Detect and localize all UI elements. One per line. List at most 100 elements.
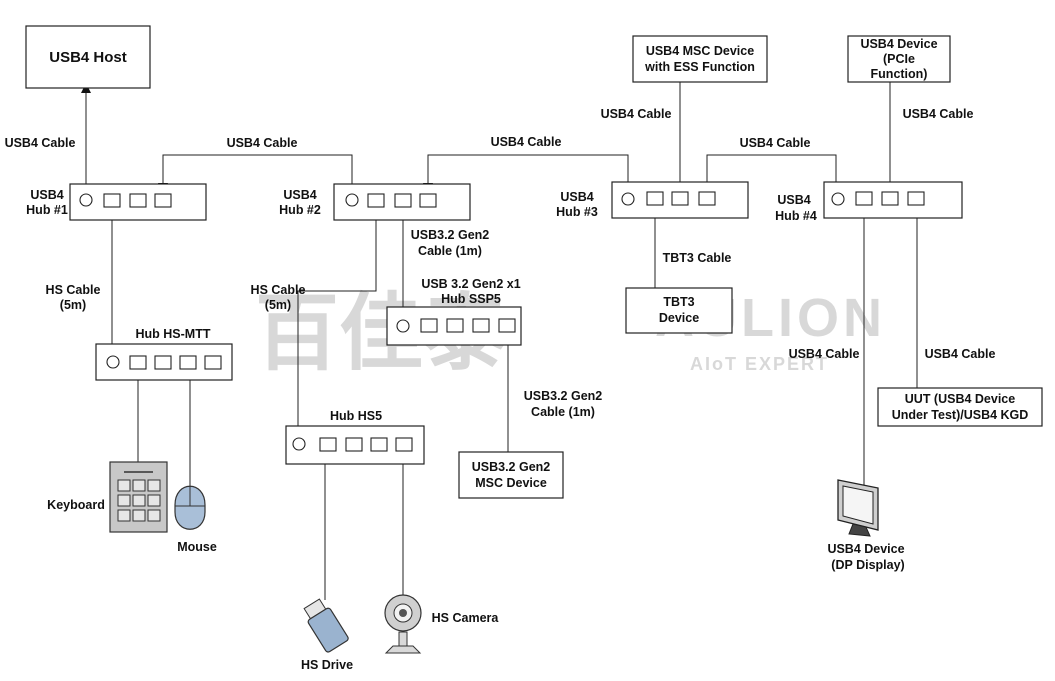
hub3-label-line1: USB4 (560, 190, 593, 204)
hsmtt-port (129, 355, 147, 370)
hsmtt-label: Hub HS-MTT (136, 327, 211, 341)
cable-label-hub4-dp: USB4 Cable (789, 347, 860, 361)
cable-label-hub4-uut: USB4 Cable (925, 347, 996, 361)
ssp5-label-line1: USB 3.2 Gen2 x1 (421, 277, 520, 291)
watermark: 百佳泰 AULION AIoT EXPERT (255, 286, 882, 380)
pcie-device-label-line3: Function) (871, 67, 928, 81)
hub1-port (154, 193, 172, 208)
ssp5-label-line2: Hub SSP5 (441, 292, 501, 306)
monitor-icon (837, 479, 879, 537)
hub2-label-line1: USB4 (283, 188, 316, 202)
wire-hub4-hub3 (702, 154, 837, 193)
camera-icon (384, 594, 422, 654)
msc-ess-device-box: USB4 MSC Device with ESS Function (632, 35, 768, 83)
hub3-port (671, 191, 689, 206)
usb4-hub-3: USB4 Hub #3 (556, 181, 749, 219)
ssp5-port (420, 318, 438, 333)
msc-device-label-line2: MSC Device (475, 476, 547, 490)
cable-label-hub2-hub3: USB4 Cable (491, 135, 562, 149)
usb4-host-box: USB4 Host (25, 25, 151, 89)
dp-display-label-line2: (DP Display) (831, 558, 904, 572)
hub2-port (367, 193, 385, 208)
hub2-upstream-port (345, 193, 359, 207)
ssp5-port (446, 318, 464, 333)
hs5-label: Hub HS5 (330, 409, 382, 423)
hub1-upstream-port (79, 193, 93, 207)
cable-labels: USB4 Cable USB4 Cable USB4 Cable USB4 Ca… (5, 107, 996, 419)
hsmtt-port (204, 355, 222, 370)
hub-hs5: Hub HS5 (285, 409, 425, 465)
cable-label-hub2-ssp5-line2: Cable (1m) (418, 244, 482, 258)
hs5-port (370, 437, 388, 452)
hub1-label-line1: USB4 (30, 188, 63, 202)
hub1-label-line2: Hub #1 (26, 203, 68, 217)
uut-label-line1: UUT (USB4 Device (905, 392, 1015, 406)
ssp5-port (472, 318, 490, 333)
hs5-port (319, 437, 337, 452)
tbt3-device-box: TBT3 Device (625, 287, 733, 334)
hub-ssp5: USB 3.2 Gen2 x1 Hub SSP5 (386, 277, 522, 346)
usb4-hub-2: USB4 Hub #2 (279, 183, 471, 221)
hs-drive-label: HS Drive (301, 658, 353, 672)
ssp5-port (498, 318, 516, 333)
uut-box: UUT (USB4 Device Under Test)/USB4 KGD (877, 387, 1043, 427)
cable-label-hub3-tbt3: TBT3 Cable (663, 251, 732, 265)
keyboard-label: Keyboard (47, 498, 105, 512)
cable-label-hub1-hsmtt-line1: HS Cable (46, 283, 101, 297)
watermark-tagline: AIoT EXPERT (690, 354, 829, 374)
hub3-port (698, 191, 716, 206)
wire-hub3-hub2 (423, 154, 629, 193)
hub1-port (129, 193, 147, 208)
usb4-hub-4: USB4 Hub #4 (775, 181, 963, 223)
hub-hs-mtt: Hub HS-MTT (95, 327, 233, 381)
mouse-icon (174, 485, 206, 530)
dp-display-label-line1: USB4 Device (827, 542, 904, 556)
mouse-label: Mouse (177, 540, 217, 554)
cable-label-ssp5-msc-line2: Cable (1m) (531, 405, 595, 419)
hs5-port (345, 437, 363, 452)
connections (81, 82, 922, 600)
cable-label-hub1-hsmtt-line2: (5m) (60, 298, 86, 312)
cable-label-hub2-hs5-line2: (5m) (265, 298, 291, 312)
usb4-host-label: USB4 Host (49, 49, 127, 66)
tbt3-device-label-line1: TBT3 (663, 295, 694, 309)
hsmtt-port (154, 355, 172, 370)
cable-label-hub4-pcie: USB4 Cable (903, 107, 974, 121)
msc-ess-label-line1: USB4 MSC Device (646, 44, 754, 58)
hub4-port (855, 191, 873, 206)
hub4-upstream-port (831, 192, 845, 206)
cable-label-ssp5-msc-line1: USB3.2 Gen2 (524, 389, 603, 403)
uut-label-line2: Under Test)/USB4 KGD (892, 408, 1029, 422)
hub2-port (419, 193, 437, 208)
pcie-device-box: USB4 Device (PCIe Function) (847, 35, 951, 83)
msc-device-label-line1: USB3.2 Gen2 (472, 460, 551, 474)
hub4-label-line1: USB4 (777, 193, 810, 207)
cable-label-host-hub1: USB4 Cable (5, 136, 76, 150)
hub3-label-line2: Hub #3 (556, 205, 598, 219)
hsmtt-upstream-port (106, 355, 120, 369)
hub3-upstream-port (621, 192, 635, 206)
cable-label-hub2-hs5-line1: HS Cable (251, 283, 306, 297)
hub2-port (394, 193, 412, 208)
pcie-device-label-line1: USB4 Device (860, 37, 937, 51)
hs5-upstream-port (292, 437, 306, 451)
hub2-label-line2: Hub #2 (279, 203, 321, 217)
hub1-port (103, 193, 121, 208)
ssp5-upstream-port (396, 319, 410, 333)
cable-label-hub3-msc: USB4 Cable (601, 107, 672, 121)
usb4-hub-1: USB4 Hub #1 (26, 183, 207, 221)
tbt3-device-label-line2: Device (659, 311, 699, 325)
usb-drive-icon (303, 598, 349, 653)
hub4-port (907, 191, 925, 206)
msc-ess-label-line2: with ESS Function (644, 60, 755, 74)
hub4-label-line2: Hub #4 (775, 209, 817, 223)
hub3-port (646, 191, 664, 206)
msc-device-box: USB3.2 Gen2 MSC Device (458, 451, 564, 499)
cable-label-hub1-hub2: USB4 Cable (227, 136, 298, 150)
hs5-port (395, 437, 413, 452)
wire-hs5-hub2 (297, 206, 381, 428)
pcie-device-label-line2: (PCIe (883, 52, 915, 66)
hs-camera-label: HS Camera (432, 611, 500, 625)
cable-label-hub3-hub4: USB4 Cable (740, 136, 811, 150)
